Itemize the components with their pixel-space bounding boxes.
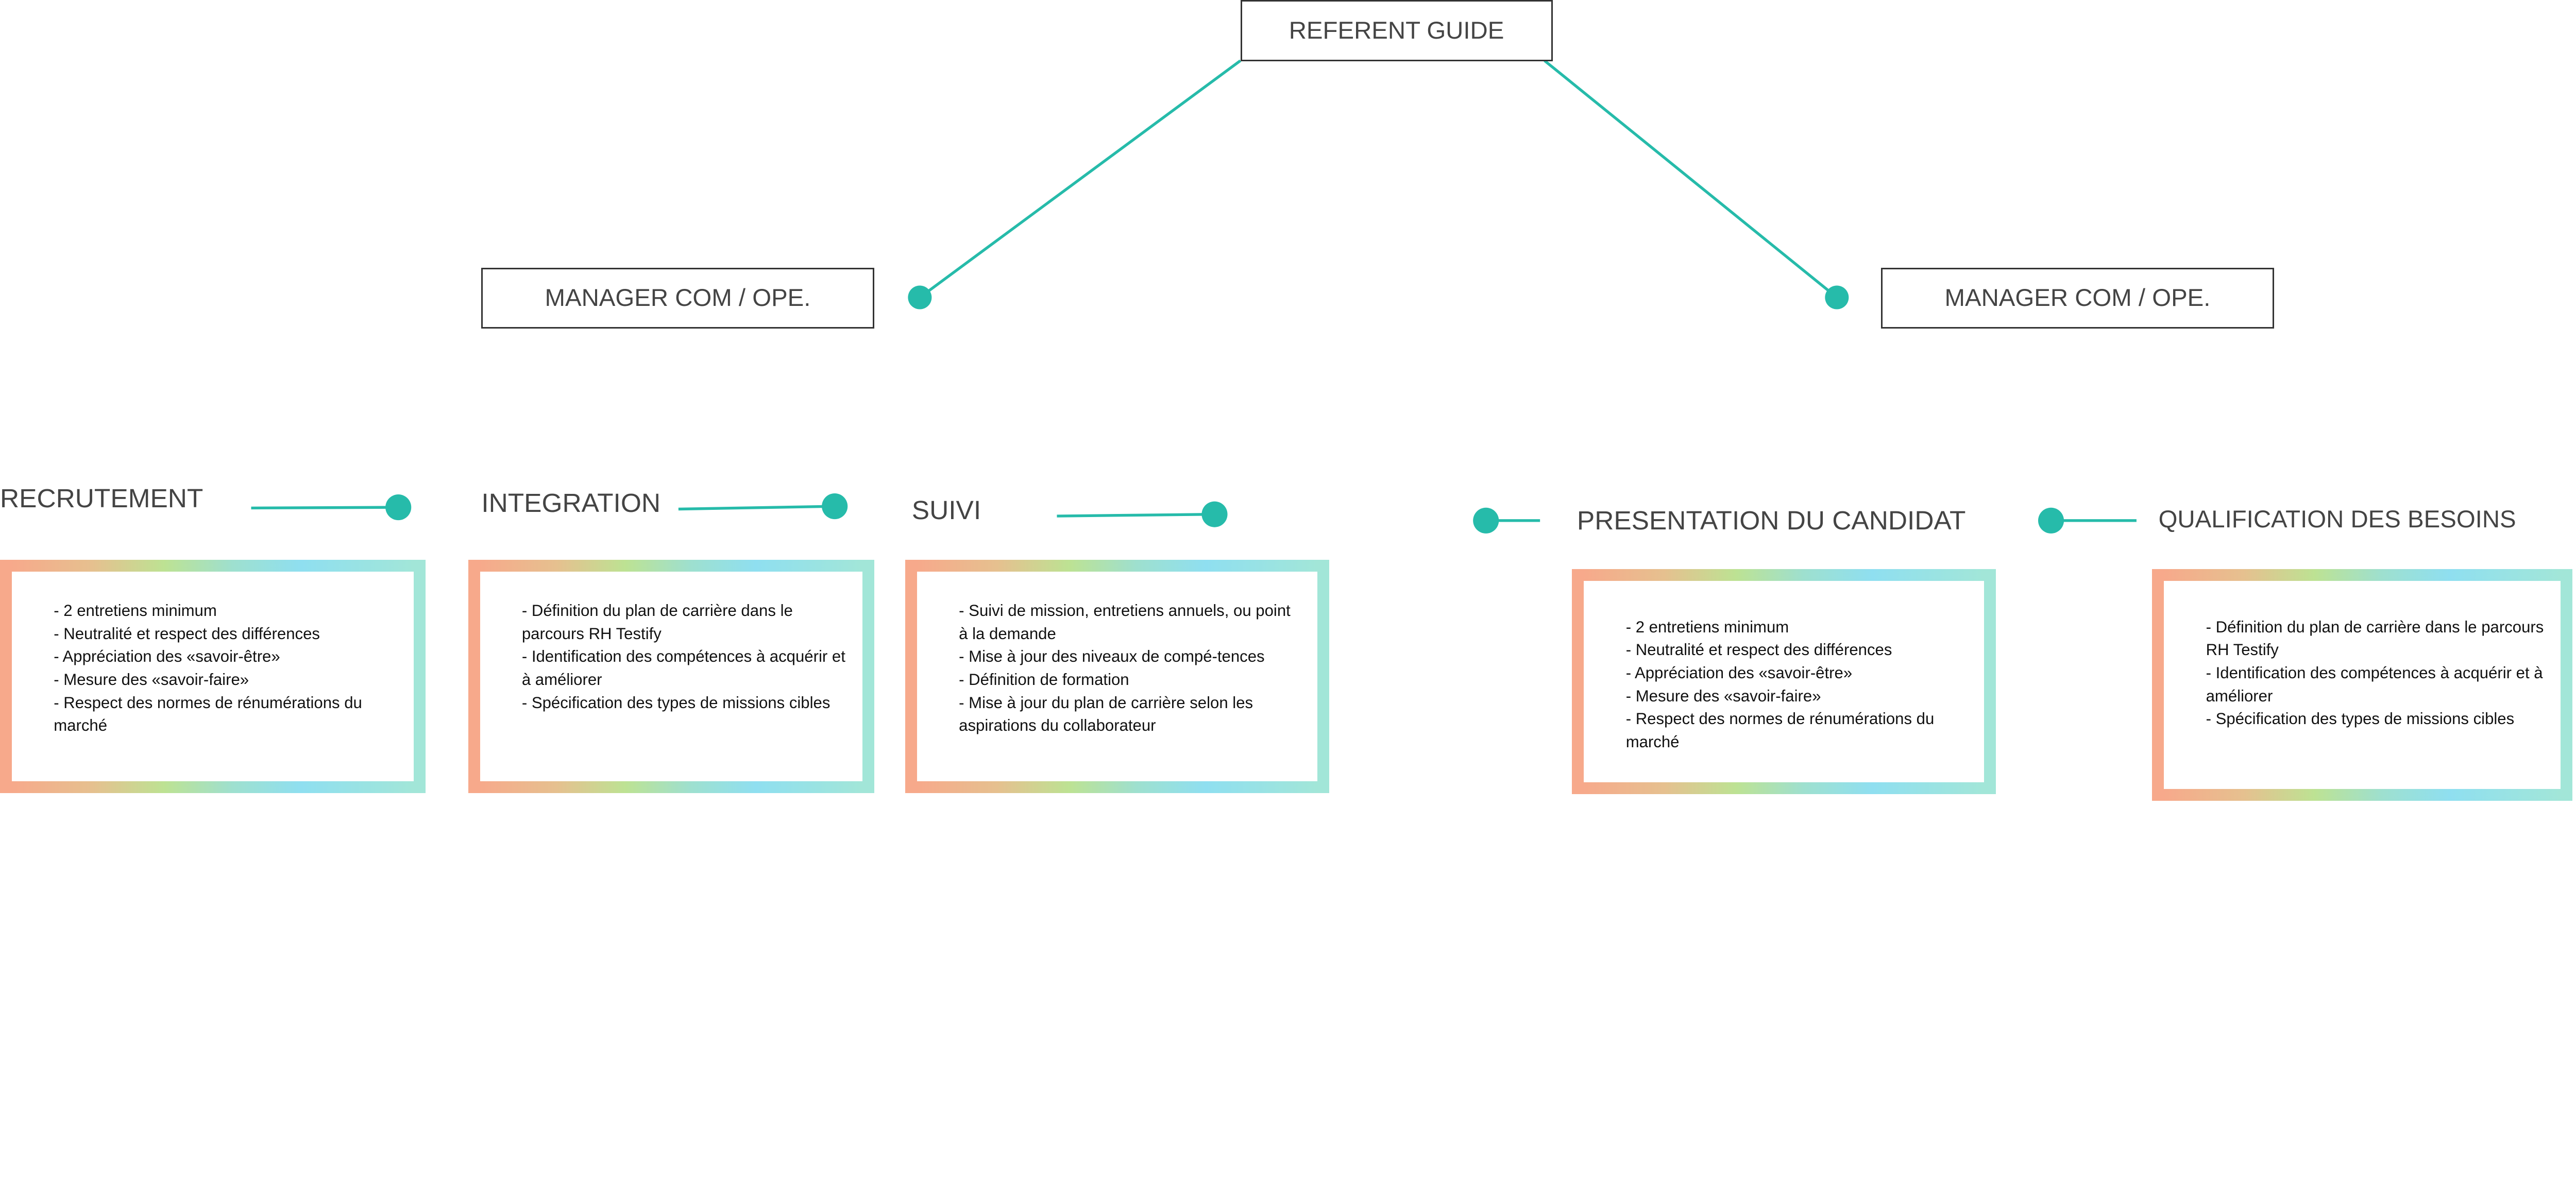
- manager-box-left: MANAGER COM / OPE.: [481, 267, 874, 329]
- stage-items: - Suivi de mission, entretiens annuels, …: [959, 599, 1303, 737]
- stage-card-suivi: - Suivi de mission, entretiens annuels, …: [905, 559, 1329, 794]
- stage-title-presentation: PRESENTATION DU CANDIDAT: [1577, 505, 1966, 536]
- list-item: - Spécification des types de missions ci…: [2206, 710, 2515, 728]
- list-item: - Mesure des «savoir-faire»: [54, 670, 249, 689]
- stage-items: - Définition du plan de carrière dans le…: [2206, 616, 2547, 731]
- stage-card-qualification: - Définition du plan de carrière dans le…: [2152, 569, 2573, 801]
- stage-card-recrutement: - 2 entretiens minimum - Neutralité et r…: [0, 559, 426, 794]
- stage-items: - 2 entretiens minimum - Neutralité et r…: [54, 599, 400, 737]
- list-item: - Appréciation des «savoir-être»: [54, 647, 280, 666]
- list-item: - Respect des normes de rénumérations du…: [54, 693, 362, 735]
- list-item: - Appréciation des «savoir-être»: [1625, 664, 1853, 682]
- list-item: - Identification des compétences à acqué…: [521, 647, 845, 689]
- stage-title-suivi: SUIVI: [911, 494, 981, 525]
- node-dot: [2038, 507, 2064, 534]
- node-dot: [1473, 507, 1499, 534]
- list-item: - Mise à jour des niveaux de compé-tence…: [959, 647, 1265, 666]
- manager-label: MANAGER COM / OPE.: [545, 284, 811, 312]
- manager-box-right: MANAGER COM / OPE.: [1881, 267, 2274, 329]
- list-item: - Respect des normes de rénumérations du…: [1625, 710, 1935, 751]
- list-item: - Mesure des «savoir-faire»: [1625, 686, 1821, 705]
- list-item: - Suivi de mission, entretiens annuels, …: [959, 601, 1291, 643]
- stage-title-recrutement: RECRUTEMENT: [0, 483, 204, 513]
- node-dot: [1201, 501, 1228, 527]
- connector-suivi: [1057, 512, 1214, 518]
- list-item: - Neutralité et respect des différences: [54, 624, 320, 643]
- list-item: - Neutralité et respect des différences: [1625, 641, 1892, 659]
- connector-referent-left: [919, 59, 1242, 299]
- stage-items: - 2 entretiens minimum - Neutralité et r…: [1626, 616, 1970, 754]
- referent-guide-box: REFERENT GUIDE: [1240, 0, 1553, 62]
- node-dot: [822, 493, 848, 520]
- list-item: - Mise à jour du plan de carrière selon …: [959, 693, 1253, 735]
- list-item: - Identification des compétences à acqué…: [2206, 664, 2543, 705]
- list-item: - 2 entretiens minimum: [54, 601, 217, 620]
- connector-integration: [678, 505, 836, 511]
- stage-items: - Définition du plan de carrière dans le…: [522, 599, 849, 714]
- node-dot: [385, 494, 412, 521]
- manager-label: MANAGER COM / OPE.: [1944, 284, 2211, 312]
- referent-guide-label: REFERENT GUIDE: [1289, 17, 1504, 45]
- stage-card-integration: - Définition du plan de carrière dans le…: [468, 559, 875, 794]
- node-dot: [908, 285, 932, 310]
- connector-recrutement: [251, 506, 398, 510]
- list-item: - Définition de formation: [959, 670, 1129, 689]
- node-dot: [1825, 285, 1849, 310]
- connector-lines: [251, 59, 2137, 534]
- list-item: - 2 entretiens minimum: [1625, 617, 1789, 636]
- list-item: - Définition du plan de carrière dans le…: [521, 601, 793, 643]
- list-item: - Spécification des types de missions ci…: [521, 693, 831, 712]
- list-item: - Définition du plan de carrière dans le…: [2206, 617, 2544, 659]
- stage-title-qualification: QUALIFICATION DES BESOINS: [2158, 506, 2516, 534]
- connector-referent-right: [1544, 59, 1838, 299]
- stage-title-integration: INTEGRATION: [481, 488, 660, 518]
- stage-card-presentation: - 2 entretiens minimum - Neutralité et r…: [1572, 569, 1996, 794]
